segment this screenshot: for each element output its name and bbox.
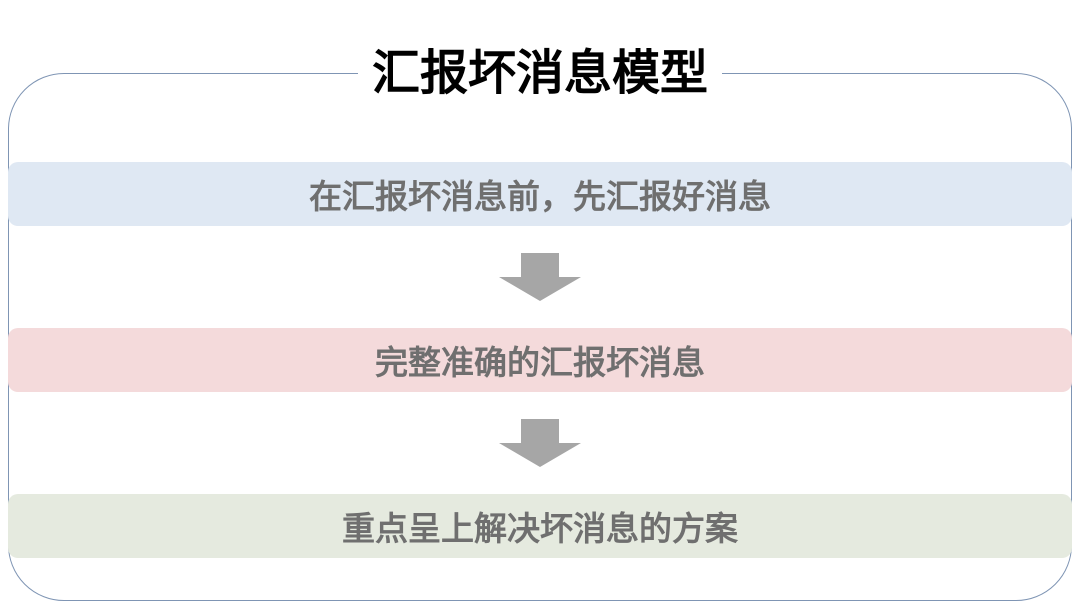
- step-2-box: 完整准确的汇报坏消息: [8, 328, 1072, 392]
- down-arrow-icon: [499, 253, 581, 301]
- step-1-box: 在汇报坏消息前，先汇报好消息: [8, 162, 1072, 226]
- step-3-label: 重点呈上解决坏消息的方案: [342, 509, 738, 548]
- page-title: 汇报坏消息模型: [357, 40, 722, 106]
- step-3-box: 重点呈上解决坏消息的方案: [8, 494, 1072, 558]
- step-1-label: 在汇报坏消息前，先汇报好消息: [309, 177, 771, 216]
- down-arrow-icon: [499, 419, 581, 467]
- title-wrapper: 汇报坏消息模型: [0, 40, 1080, 106]
- step-2-label: 完整准确的汇报坏消息: [375, 343, 705, 382]
